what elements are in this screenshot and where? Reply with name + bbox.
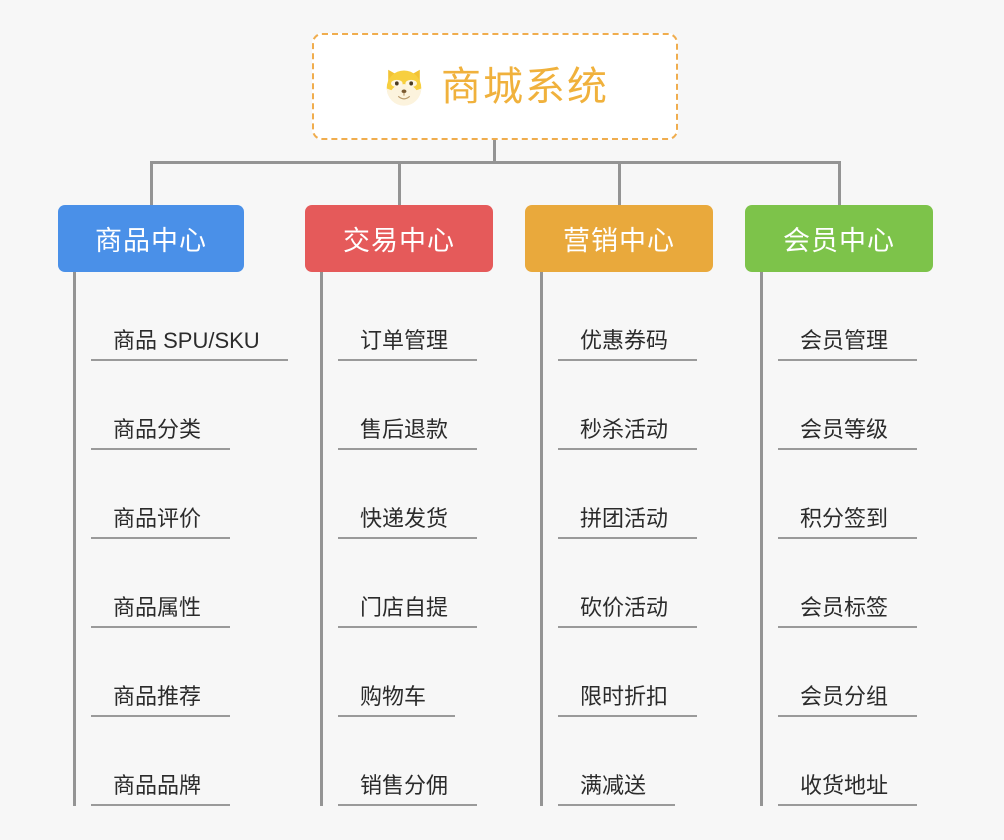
leaf-label: 商品属性 — [113, 594, 202, 620]
dog-face-icon — [386, 69, 422, 106]
leaf-label: 商品品牌 — [113, 772, 202, 798]
list-item[interactable]: 商品 SPU/SKU — [91, 272, 288, 361]
leaf-underline — [558, 359, 697, 361]
leaf-underline — [778, 804, 917, 806]
leaf-label: 订单管理 — [360, 327, 449, 353]
list-item[interactable]: 砍价活动 — [558, 539, 713, 628]
leaf-list-product-center: 商品 SPU/SKU 商品分类 商品评价 商品属性 商品推荐 商品品牌 — [73, 272, 288, 806]
leaf-label: 销售分佣 — [360, 772, 449, 798]
leaf-list-marketing-center: 优惠券码 秒杀活动 拼团活动 砍价活动 限时折扣 满减送 — [540, 272, 713, 806]
leaf-underline — [91, 448, 230, 450]
category-box-trade-center[interactable]: 交易中心 — [305, 205, 493, 272]
list-item[interactable]: 商品品牌 — [91, 717, 244, 806]
leaf-label: 拼团活动 — [580, 505, 669, 531]
leaf-underline — [778, 715, 917, 717]
leaf-underline — [338, 359, 477, 361]
connector-drop-3 — [618, 161, 621, 207]
list-item[interactable]: 销售分佣 — [338, 717, 493, 806]
column-member-center: 会员中心 会员管理 会员等级 积分签到 会员标签 会员分组 — [745, 205, 933, 806]
leaf-list-trade-center: 订单管理 售后退款 快递发货 门店自提 购物车 销售分佣 — [320, 272, 493, 806]
category-label: 交易中心 — [343, 226, 455, 256]
connector-stem — [493, 140, 496, 164]
leaf-underline — [778, 626, 917, 628]
leaf-label: 门店自提 — [360, 594, 449, 620]
leaf-label: 收货地址 — [800, 772, 889, 798]
list-item[interactable]: 会员分组 — [778, 628, 933, 717]
list-item[interactable]: 商品推荐 — [91, 628, 244, 717]
leaf-underline — [338, 448, 477, 450]
leaf-underline — [778, 537, 917, 539]
column-trade-center: 交易中心 订单管理 售后退款 快递发货 门店自提 购物车 — [305, 205, 493, 806]
leaf-label: 优惠券码 — [580, 327, 669, 353]
leaf-label: 砍价活动 — [580, 594, 669, 620]
leaf-underline — [91, 715, 230, 717]
category-label: 商品中心 — [95, 226, 207, 256]
leaf-label: 商品推荐 — [113, 683, 202, 709]
leaf-label: 会员标签 — [800, 594, 889, 620]
leaf-label: 会员等级 — [800, 416, 889, 442]
leaf-underline — [338, 537, 477, 539]
list-item[interactable]: 积分签到 — [778, 450, 933, 539]
leaf-underline — [338, 626, 477, 628]
list-item[interactable]: 收货地址 — [778, 717, 933, 806]
leaf-underline — [778, 448, 917, 450]
leaf-list-member-center: 会员管理 会员等级 积分签到 会员标签 会员分组 收货地址 — [760, 272, 933, 806]
leaf-underline — [558, 715, 697, 717]
leaf-label: 商品评价 — [113, 505, 202, 531]
list-item[interactable]: 优惠券码 — [558, 272, 713, 361]
list-item[interactable]: 会员标签 — [778, 539, 933, 628]
column-product-center: 商品中心 商品 SPU/SKU 商品分类 商品评价 商品属性 商品推荐 — [58, 205, 288, 806]
leaf-label: 限时折扣 — [580, 683, 669, 709]
leaf-label: 购物车 — [360, 683, 427, 709]
list-item[interactable]: 会员管理 — [778, 272, 933, 361]
column-marketing-center: 营销中心 优惠券码 秒杀活动 拼团活动 砍价活动 限时折扣 — [525, 205, 713, 806]
list-item[interactable]: 订单管理 — [338, 272, 493, 361]
leaf-label: 商品分类 — [113, 416, 202, 442]
leaf-label: 满减送 — [580, 772, 647, 798]
leaf-label: 积分签到 — [800, 505, 889, 531]
list-item[interactable]: 快递发货 — [338, 450, 493, 539]
list-item[interactable]: 商品属性 — [91, 539, 244, 628]
category-label: 会员中心 — [783, 226, 895, 256]
leaf-label: 商品 SPU/SKU — [113, 327, 260, 353]
list-item[interactable]: 限时折扣 — [558, 628, 713, 717]
list-item[interactable]: 满减送 — [558, 717, 713, 806]
leaf-label: 会员分组 — [800, 683, 889, 709]
leaf-label: 快递发货 — [360, 505, 449, 531]
list-item[interactable]: 商品评价 — [91, 450, 244, 539]
leaf-label: 会员管理 — [800, 327, 889, 353]
leaf-label: 秒杀活动 — [580, 416, 669, 442]
leaf-underline — [558, 448, 697, 450]
list-item[interactable]: 拼团活动 — [558, 450, 713, 539]
list-item[interactable]: 秒杀活动 — [558, 361, 713, 450]
list-item[interactable]: 商品分类 — [91, 361, 244, 450]
leaf-underline — [91, 537, 230, 539]
leaf-underline — [91, 626, 230, 628]
connector-drop-1 — [150, 161, 153, 207]
category-label: 营销中心 — [563, 226, 675, 256]
root-node[interactable]: 商城系统 — [312, 33, 678, 140]
connector-drop-4 — [838, 161, 841, 207]
leaf-underline — [91, 359, 288, 361]
leaf-underline — [91, 804, 230, 806]
category-box-product-center[interactable]: 商品中心 — [58, 205, 244, 272]
list-item[interactable]: 购物车 — [338, 628, 493, 717]
leaf-underline — [558, 537, 697, 539]
leaf-underline — [338, 804, 477, 806]
list-item[interactable]: 会员等级 — [778, 361, 933, 450]
root-title: 商城系统 — [441, 64, 609, 109]
list-item[interactable]: 售后退款 — [338, 361, 493, 450]
category-box-member-center[interactable]: 会员中心 — [745, 205, 933, 272]
connector-drop-2 — [398, 161, 401, 207]
list-item[interactable]: 门店自提 — [338, 539, 493, 628]
leaf-underline — [338, 715, 455, 717]
category-box-marketing-center[interactable]: 营销中心 — [525, 205, 713, 272]
leaf-label: 售后退款 — [360, 416, 449, 442]
leaf-underline — [778, 359, 917, 361]
leaf-underline — [558, 804, 675, 806]
connector-bar — [150, 161, 841, 164]
leaf-underline — [558, 626, 697, 628]
